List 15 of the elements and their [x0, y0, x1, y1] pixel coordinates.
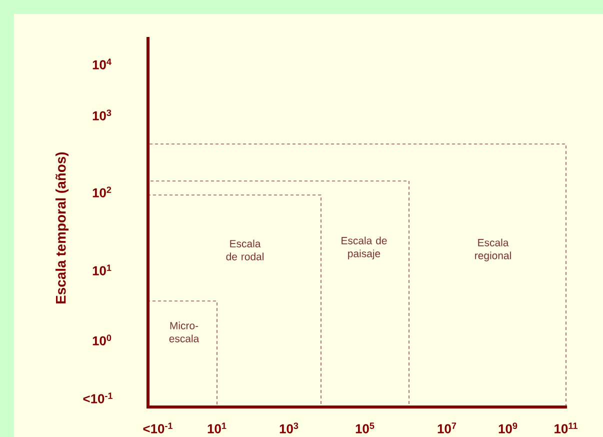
tick-label: <10$^{-1}$ [83, 392, 113, 404]
tick-label: 10$^{1}$ [208, 422, 226, 434]
tick-label: 10$^{0}$ [92, 334, 112, 346]
tick-label: 10$^{3}$ [280, 422, 298, 434]
axis-title: Escala temporal (años) [56, 152, 68, 304]
tick-label: 10$^{1}$ [92, 264, 112, 276]
tick-label: <10$^{-1}$ [143, 422, 172, 434]
tick-label: 10$^{9}$ [498, 422, 518, 434]
tick-label: 10$^{11}$ [554, 422, 578, 434]
tick-label: 10$^{3}$ [92, 110, 112, 120]
tick-label: 10$^{5}$ [356, 422, 374, 434]
tick-label: 10$^{2}$ [92, 186, 112, 198]
scale-region-box: Micro- escala [148, 300, 218, 408]
tick-label: 10$^{4}$ [92, 58, 112, 70]
tick-label: 10$^{7}$ [438, 422, 456, 434]
